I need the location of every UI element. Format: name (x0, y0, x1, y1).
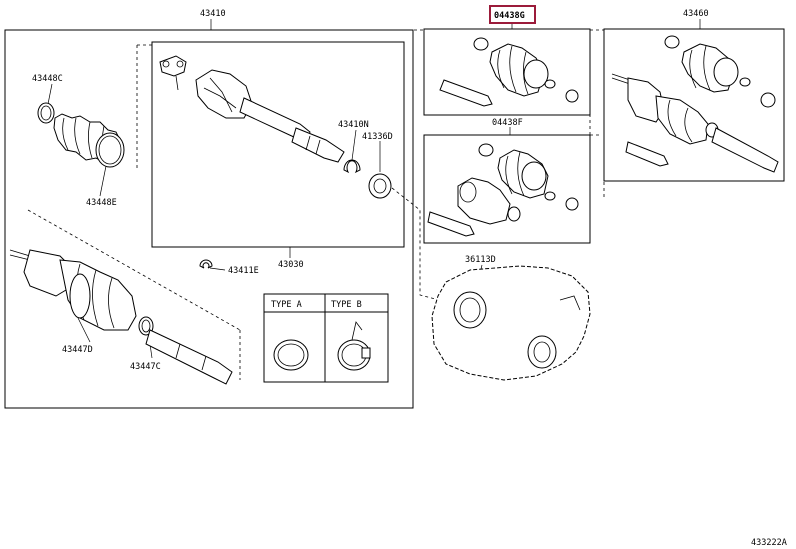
inner-shaft-frame (151, 41, 405, 248)
snap-ring-43410n (343, 159, 361, 174)
oil-seal-41336d (368, 173, 392, 199)
transaxle-case (431, 265, 591, 381)
label-seal-case: 36113D (465, 255, 496, 265)
clamp-type-frame (263, 293, 389, 383)
label-ring-n: 43410N (338, 120, 369, 130)
main-assembly-frame (4, 29, 414, 409)
label-type-b: TYPE B (331, 300, 362, 310)
clamp-type-a-icon (273, 339, 309, 371)
right-assembly-frame (603, 28, 785, 182)
kit-lower-parts (427, 143, 579, 237)
label-clamp-e: 43448E (86, 198, 117, 208)
dashed-guide-main-diag (27, 209, 241, 331)
label-snap-ring: 43411E (228, 266, 259, 276)
label-seal-d: 41336D (362, 132, 393, 142)
snap-ring-43411e (199, 259, 213, 269)
label-kit-lower: 04438F (492, 118, 523, 128)
label-figure-code: 433222A (751, 538, 787, 548)
highlight-box (489, 5, 536, 24)
inner-joint-housing (195, 69, 345, 163)
label-boot-d: 43447D (62, 345, 93, 355)
boot-clamp-e (95, 132, 125, 168)
boot-clamp-c (37, 102, 55, 124)
label-main-assembly: 43410 (200, 9, 226, 19)
inner-tripod-joint (159, 55, 187, 91)
clamp-type-b-icon (337, 321, 371, 371)
outer-joint-shaft (9, 249, 233, 385)
label-kit-highlighted[interactable]: 04438G (494, 11, 525, 21)
label-assembly-right: 43460 (683, 9, 709, 19)
label-type-a: TYPE A (271, 300, 302, 310)
kit-upper-parts (439, 37, 579, 107)
right-assembly-parts (611, 35, 779, 173)
label-inner-shaft: 43030 (278, 260, 304, 270)
label-clamp-c: 43448C (32, 74, 63, 84)
label-boot-c: 43447C (130, 362, 161, 372)
